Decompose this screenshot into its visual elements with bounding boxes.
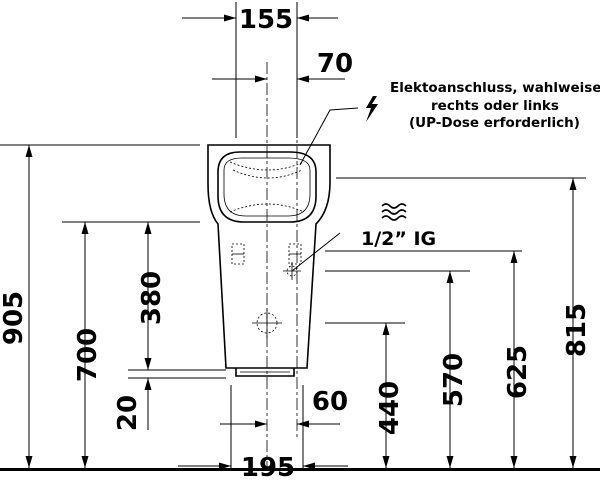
dim-top-width: 155 (239, 5, 293, 35)
leader-lines (291, 107, 359, 272)
note-line-3: (UP-Dose erforderlich) (409, 115, 580, 131)
floor-line (0, 468, 600, 471)
dim-bottom-offset: 60 (312, 387, 348, 417)
note-line-2: rechts oder links (431, 98, 559, 114)
dim-bottom-width: 195 (241, 453, 295, 483)
lightning-bolt-icon (366, 96, 378, 122)
annotations: Elektoanschluss, wahlweise rechts oder l… (361, 80, 600, 250)
dim-height-570: 570 (439, 353, 469, 407)
dim-height-380: 380 (137, 271, 167, 325)
dimension-labels: 155 70 60 195 905 700 380 20 440 570 625… (0, 5, 592, 483)
dim-height-20: 20 (113, 395, 143, 431)
dim-height-440: 440 (375, 381, 405, 435)
dim-height-700: 700 (73, 328, 103, 382)
arrowheads (25, 14, 577, 470)
dim-height-815: 815 (562, 303, 592, 357)
dimension-lines (28, 17, 574, 468)
water-wave-icon (381, 203, 407, 221)
connection-label: 1/2” IG (361, 228, 436, 250)
dim-height-625: 625 (503, 345, 533, 399)
urinal-body (207, 144, 331, 377)
note-line-1: Elektoanschluss, wahlweise (390, 80, 600, 96)
dim-total-height: 905 (0, 291, 29, 345)
dim-offset: 70 (317, 49, 353, 79)
center-lines (266, 62, 298, 468)
extension-lines (0, 2, 586, 468)
